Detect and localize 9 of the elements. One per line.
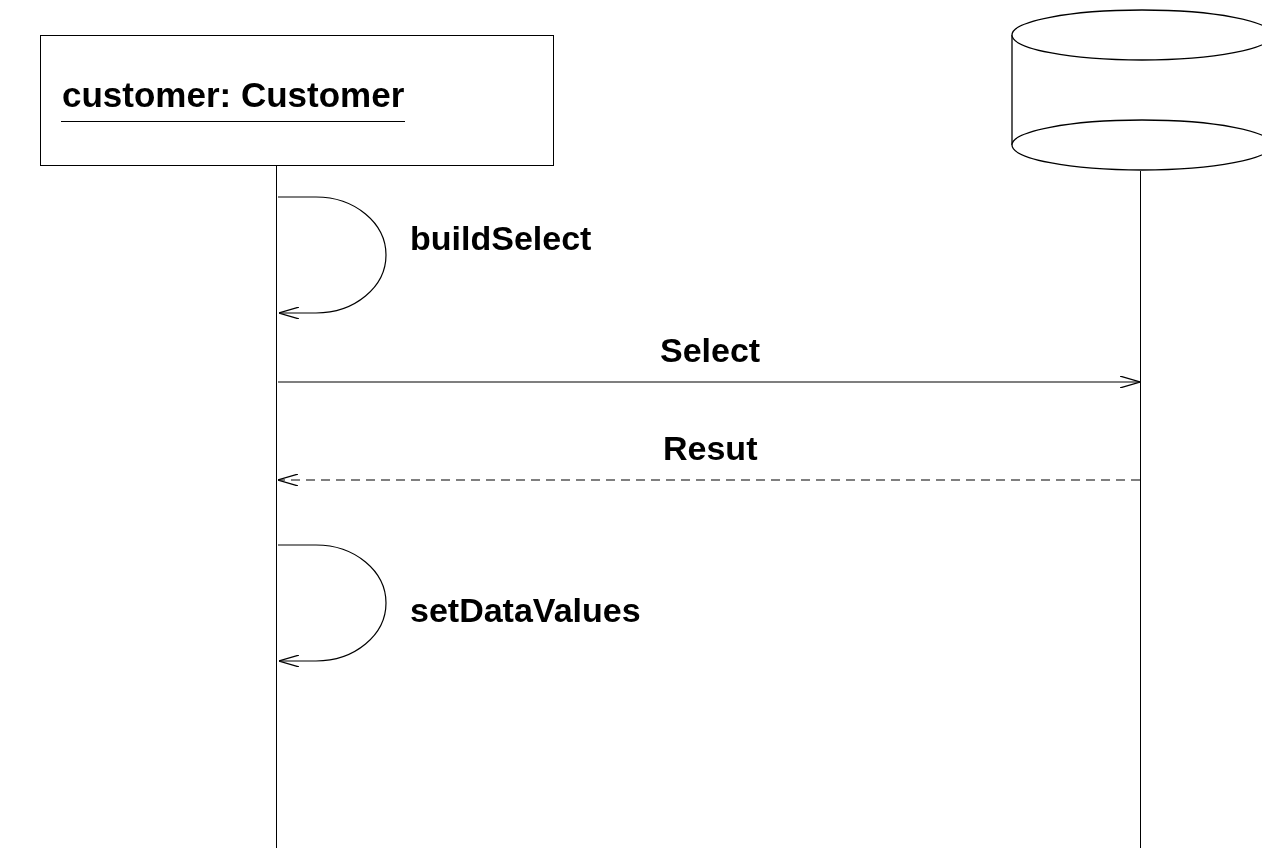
message-arrow — [277, 375, 1141, 389]
object-box — [40, 35, 554, 166]
self-message-arrow — [277, 196, 387, 320]
lifeline — [1140, 171, 1142, 848]
return-message-arrow — [277, 473, 1141, 487]
self-message-arrow — [277, 544, 387, 668]
object-name: customer: Customer — [61, 76, 406, 122]
lifeline — [276, 166, 278, 848]
database-cylinder — [1011, 9, 1262, 171]
